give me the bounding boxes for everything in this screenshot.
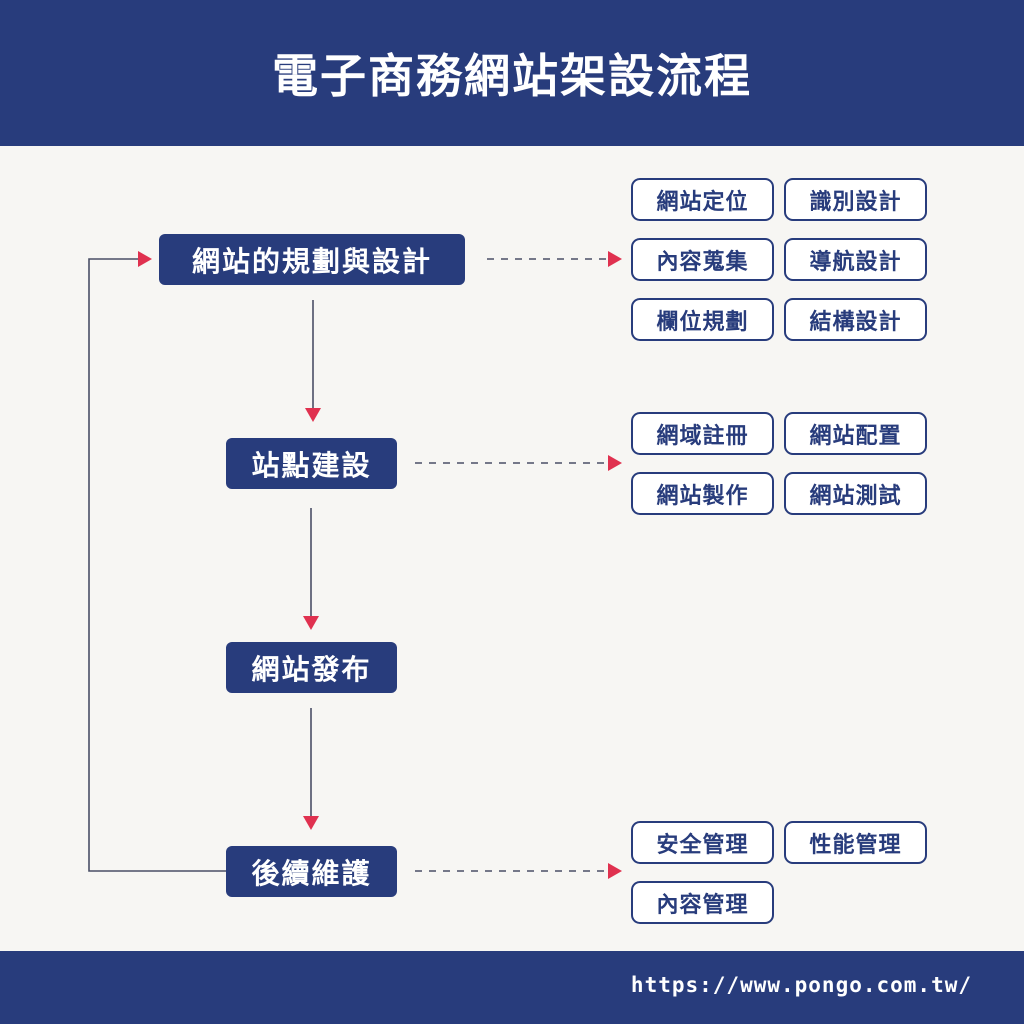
loop-back-line [88, 258, 226, 872]
arrowhead-dash-1 [608, 251, 622, 267]
arrowhead-down-1 [305, 408, 321, 422]
tag-content-management: 內容管理 [631, 881, 774, 924]
website-url: https://www.pongo.com.tw/ [630, 973, 972, 997]
tag-structure-design: 結構設計 [784, 298, 927, 341]
step-site-launch: 網站發布 [226, 642, 397, 693]
tag-site-configuration: 網站配置 [784, 412, 927, 455]
step-maintenance: 後續維護 [226, 846, 397, 897]
arrowhead-loop [138, 251, 152, 267]
tag-content-collection: 內容蒐集 [631, 238, 774, 281]
tag-security-management: 安全管理 [631, 821, 774, 864]
tag-field-planning: 欄位規劃 [631, 298, 774, 341]
tag-domain-registration: 網域註冊 [631, 412, 774, 455]
tag-site-positioning: 網站定位 [631, 178, 774, 221]
header-banner: 電子商務網站架設流程 [0, 0, 1024, 146]
step-planning-design: 網站的規劃與設計 [159, 234, 465, 285]
tag-performance-management: 性能管理 [784, 821, 927, 864]
step-site-construction: 站點建設 [226, 438, 397, 489]
arrowhead-down-3 [303, 816, 319, 830]
arrowhead-dash-4 [608, 863, 622, 879]
arrowhead-dash-2 [608, 455, 622, 471]
tag-identity-design: 識別設計 [784, 178, 927, 221]
tag-navigation-design: 導航設計 [784, 238, 927, 281]
page-title: 電子商務網站架設流程 [272, 49, 752, 103]
tag-site-testing: 網站測試 [784, 472, 927, 515]
tag-site-production: 網站製作 [631, 472, 774, 515]
footer-banner: https://www.pongo.com.tw/ [0, 951, 1024, 1024]
arrowhead-down-2 [303, 616, 319, 630]
